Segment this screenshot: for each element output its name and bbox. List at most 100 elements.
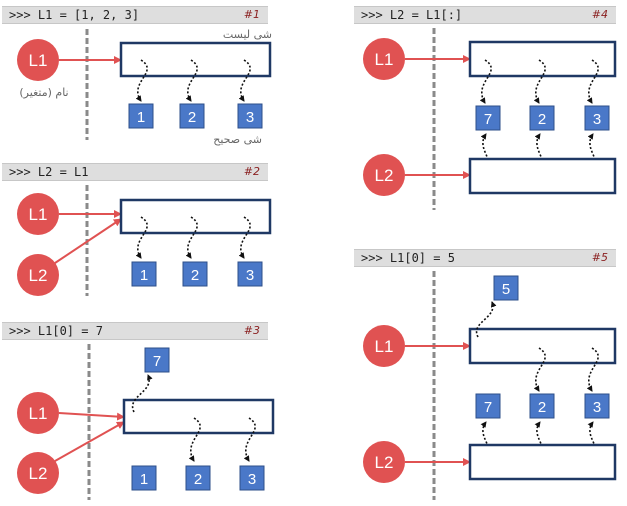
int-object-label: 3 — [593, 111, 601, 128]
element-pointer — [533, 347, 546, 392]
int-object-box — [185, 465, 211, 491]
int-object-box — [144, 347, 170, 373]
int-object-label: 1 — [137, 109, 145, 126]
int-object-box — [584, 393, 610, 419]
panel-1-number: #1 — [243, 8, 260, 21]
panel-3: 7 L1 L2 1 2 3 — [17, 344, 275, 500]
int-object-box — [131, 261, 157, 287]
panel-4: L1 7 2 3 L2 — [363, 28, 617, 210]
variable-l1-label: L1 — [29, 205, 48, 224]
panel-4-header: >>> L2 = L1[:] #4 — [354, 6, 616, 24]
int-object-box — [475, 105, 501, 131]
list-object-box — [468, 157, 617, 195]
panel-3-number: #3 — [243, 324, 260, 337]
element-pointer — [586, 59, 599, 104]
element-pointer — [238, 59, 251, 102]
int-object-box — [128, 103, 154, 129]
element-pointer — [185, 216, 198, 259]
element-pointer — [135, 59, 148, 102]
integer-object-note: شی صحیح — [213, 133, 262, 146]
list-object-box — [119, 41, 272, 78]
element-pointer — [131, 374, 153, 413]
variable-l1-circle — [17, 392, 59, 434]
element-pointer — [238, 216, 251, 259]
variable-l2-circle — [363, 154, 405, 196]
int-object-label: 2 — [538, 399, 546, 416]
reference-arrow — [54, 421, 125, 462]
panel-2-code: >>> L2 = L1 — [9, 165, 89, 179]
int-object-label: 2 — [194, 471, 202, 488]
list-object-box — [468, 40, 617, 78]
element-pointer — [533, 59, 546, 104]
int-object-label: 7 — [484, 399, 492, 416]
int-object-label: 2 — [188, 109, 196, 126]
variable-l1-circle — [363, 38, 405, 80]
variable-l2-label: L2 — [375, 166, 394, 185]
variable-l1-circle — [17, 193, 59, 235]
reference-arrow — [58, 412, 125, 421]
variable-l2-label: L2 — [29, 464, 48, 483]
panel-3-header: >>> L1[0] = 7 #3 — [2, 322, 268, 340]
int-object-box — [493, 275, 519, 301]
panel-2: L1 L2 1 2 3 — [17, 185, 272, 296]
int-object-label: 1 — [140, 267, 148, 284]
int-object-label: 7 — [484, 111, 492, 128]
element-pointer — [243, 417, 256, 462]
int-object-label: 1 — [140, 471, 148, 488]
int-object-box — [237, 261, 263, 287]
panel-5-number: #5 — [591, 251, 608, 264]
variable-l1-label: L1 — [375, 50, 394, 69]
int-object-box — [584, 105, 610, 131]
int-object-label: 5 — [502, 281, 510, 298]
int-object-box — [131, 465, 157, 491]
variable-l1-label: L1 — [29, 404, 48, 423]
int-object-label: 3 — [593, 399, 601, 416]
int-object-box — [179, 103, 205, 129]
int-object-box — [529, 105, 555, 131]
panel-1-code: >>> L1 = [1, 2, 3] — [9, 8, 140, 22]
int-object-box — [239, 465, 265, 491]
variable-name-note: نام (متغیر) — [19, 86, 68, 99]
int-object-label: 3 — [248, 471, 256, 488]
int-object-box — [237, 103, 263, 129]
int-object-label: 2 — [191, 267, 199, 284]
reference-arrow — [54, 218, 122, 264]
int-object-box — [475, 393, 501, 419]
int-object-box — [182, 261, 208, 287]
panel-5: 5 L1 7 2 3 L2 — [363, 271, 617, 500]
int-object-label: 2 — [538, 111, 546, 128]
variable-l1-circle — [363, 325, 405, 367]
element-pointer — [188, 417, 201, 462]
panel-2-header: >>> L2 = L1 #2 — [2, 163, 268, 181]
variable-l1-circle — [17, 39, 59, 81]
panel-1: شی لیست نام (متغیر) شی صحیح L1 1 2 3 — [17, 28, 272, 146]
panel-2-number: #2 — [243, 165, 260, 178]
variable-l2-label: L2 — [29, 266, 48, 285]
panel-1-header: >>> L1 = [1, 2, 3] #1 — [2, 6, 268, 24]
variable-l1-label: L1 — [29, 51, 48, 70]
element-pointer — [185, 59, 198, 102]
int-object-label: 7 — [153, 353, 161, 370]
int-object-label: 3 — [246, 267, 254, 284]
element-pointer — [479, 59, 492, 104]
element-pointer — [586, 347, 599, 392]
element-pointer — [475, 301, 497, 338]
panel-4-code: >>> L2 = L1[:] — [361, 8, 463, 22]
panel-3-code: >>> L1[0] = 7 — [9, 324, 103, 338]
panel-4-number: #4 — [591, 8, 608, 21]
panel-5-code: >>> L1[0] = 5 — [361, 251, 455, 265]
variable-l2-circle — [363, 441, 405, 483]
list-object-box — [468, 327, 617, 365]
list-object-note: شی لیست — [223, 28, 272, 41]
variable-l2-circle — [17, 452, 59, 494]
variable-l2-circle — [17, 254, 59, 296]
list-object-box — [119, 198, 272, 235]
list-object-box — [122, 398, 275, 435]
variable-l2-label: L2 — [375, 453, 394, 472]
int-object-box — [529, 393, 555, 419]
int-object-label: 3 — [246, 109, 254, 126]
list-object-box — [468, 443, 617, 481]
panel-5-header: >>> L1[0] = 5 #5 — [354, 249, 616, 267]
element-pointer — [135, 216, 148, 259]
